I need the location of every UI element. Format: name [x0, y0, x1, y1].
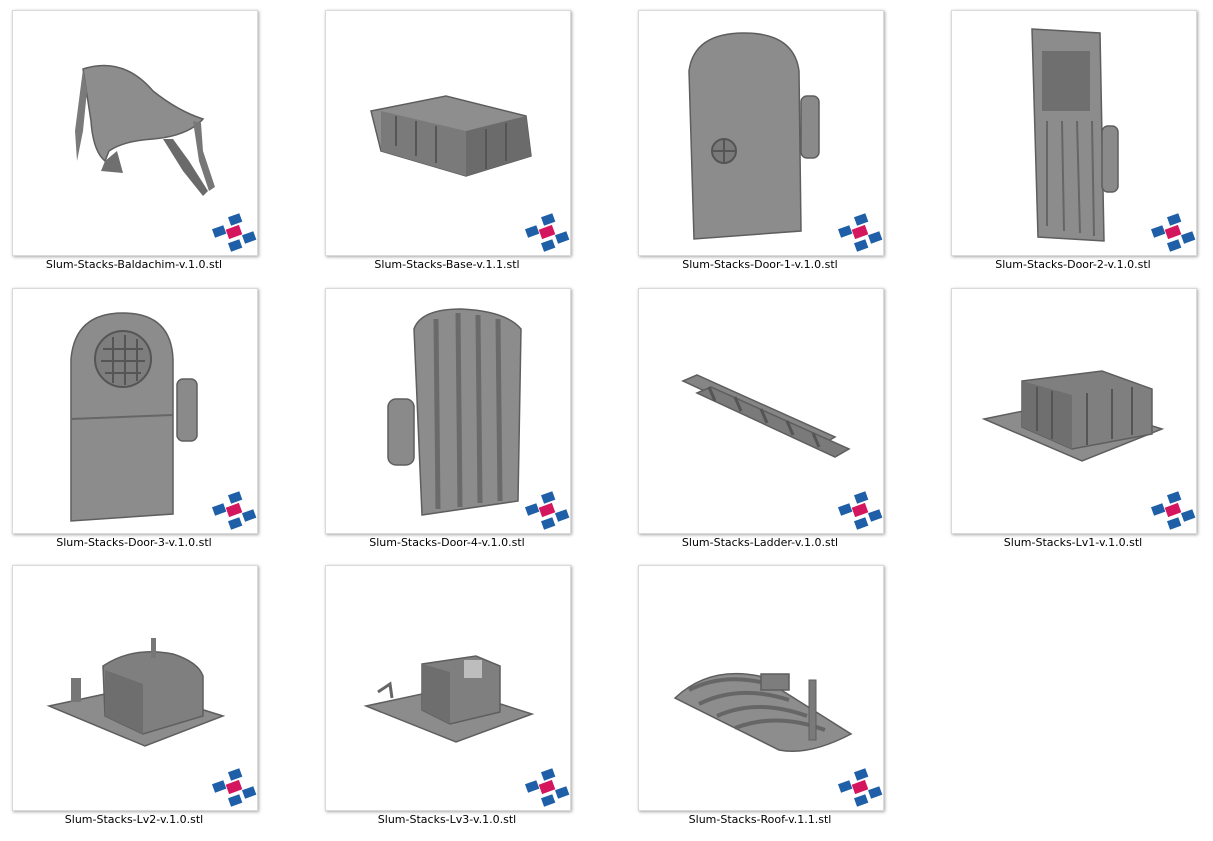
file-name-label: Slum-Stacks-Ladder-v.1.0.stl	[681, 536, 839, 549]
stl-file-type-icon	[211, 768, 257, 807]
file-name-label: Slum-Stacks-Roof-v.1.1.stl	[688, 813, 832, 826]
file-thumbnail[interactable]	[12, 10, 258, 256]
file-thumbnail[interactable]	[638, 10, 884, 256]
stl-file-type-icon	[837, 491, 883, 530]
file-item[interactable]: Slum-Stacks-Door-3-v.1.0.stl	[0, 278, 300, 555]
lv1-model-icon	[981, 370, 1165, 462]
lv2-model-icon	[46, 638, 226, 747]
stl-file-type-icon	[211, 491, 257, 530]
lv3-model-icon	[363, 655, 535, 743]
file-thumbnail[interactable]	[638, 288, 884, 534]
stl-file-type-icon	[1150, 491, 1196, 530]
file-thumbnail[interactable]	[325, 288, 571, 534]
file-name-label: Slum-Stacks-Door-3-v.1.0.stl	[56, 536, 212, 549]
file-name-label: Slum-Stacks-Door-2-v.1.0.stl	[995, 258, 1151, 271]
file-item[interactable]: Slum-Stacks-Lv2-v.1.0.stl	[0, 555, 300, 832]
stl-file-type-icon	[524, 491, 570, 530]
file-name-label: Slum-Stacks-Lv2-v.1.0.stl	[64, 813, 204, 826]
ladder-model-icon	[681, 374, 851, 458]
file-name-label: Slum-Stacks-Lv3-v.1.0.stl	[377, 813, 517, 826]
file-name-label: Slum-Stacks-Door-1-v.1.0.stl	[682, 258, 838, 271]
file-thumbnail[interactable]	[12, 565, 258, 811]
door-3-model-icon	[70, 312, 198, 522]
file-item[interactable]: Slum-Stacks-Baldachim-v.1.0.stl	[0, 0, 300, 277]
file-item[interactable]: Slum-Stacks-Door-1-v.1.0.stl	[626, 0, 926, 277]
stl-file-type-icon	[524, 213, 570, 252]
file-item[interactable]: Slum-Stacks-Door-2-v.1.0.stl	[939, 0, 1213, 277]
file-thumbnail[interactable]	[951, 288, 1197, 534]
file-thumbnail[interactable]	[951, 10, 1197, 256]
stl-file-type-icon	[837, 213, 883, 252]
file-item[interactable]: Slum-Stacks-Roof-v.1.1.stl	[626, 555, 926, 832]
file-item[interactable]: Slum-Stacks-Base-v.1.1.stl	[313, 0, 613, 277]
file-item[interactable]: Slum-Stacks-Lv1-v.1.0.stl	[939, 278, 1213, 555]
file-thumbnail[interactable]	[325, 10, 571, 256]
stl-file-type-icon	[1150, 213, 1196, 252]
file-name-label: Slum-Stacks-Baldachim-v.1.0.stl	[45, 258, 223, 271]
file-thumbnail[interactable]	[12, 288, 258, 534]
file-name-label: Slum-Stacks-Base-v.1.1.stl	[374, 258, 520, 271]
file-thumbnail[interactable]	[325, 565, 571, 811]
file-name-label: Slum-Stacks-Door-4-v.1.0.stl	[369, 536, 525, 549]
file-name-label: Slum-Stacks-Lv1-v.1.0.stl	[1003, 536, 1143, 549]
door-1-model-icon	[688, 32, 820, 240]
stl-file-type-icon	[837, 768, 883, 807]
door-2-model-icon	[1031, 28, 1119, 242]
stl-file-type-icon	[211, 213, 257, 252]
file-thumbnail[interactable]	[638, 565, 884, 811]
roof-model-icon	[673, 672, 853, 753]
file-item[interactable]: Slum-Stacks-Ladder-v.1.0.stl	[626, 278, 926, 555]
file-item[interactable]: Slum-Stacks-Lv3-v.1.0.stl	[313, 555, 613, 832]
file-item[interactable]: Slum-Stacks-Door-4-v.1.0.stl	[313, 278, 613, 555]
baldachim-model-icon	[75, 64, 215, 196]
base-model-icon	[370, 95, 532, 177]
stl-file-type-icon	[524, 768, 570, 807]
door-4-model-icon	[387, 308, 522, 516]
